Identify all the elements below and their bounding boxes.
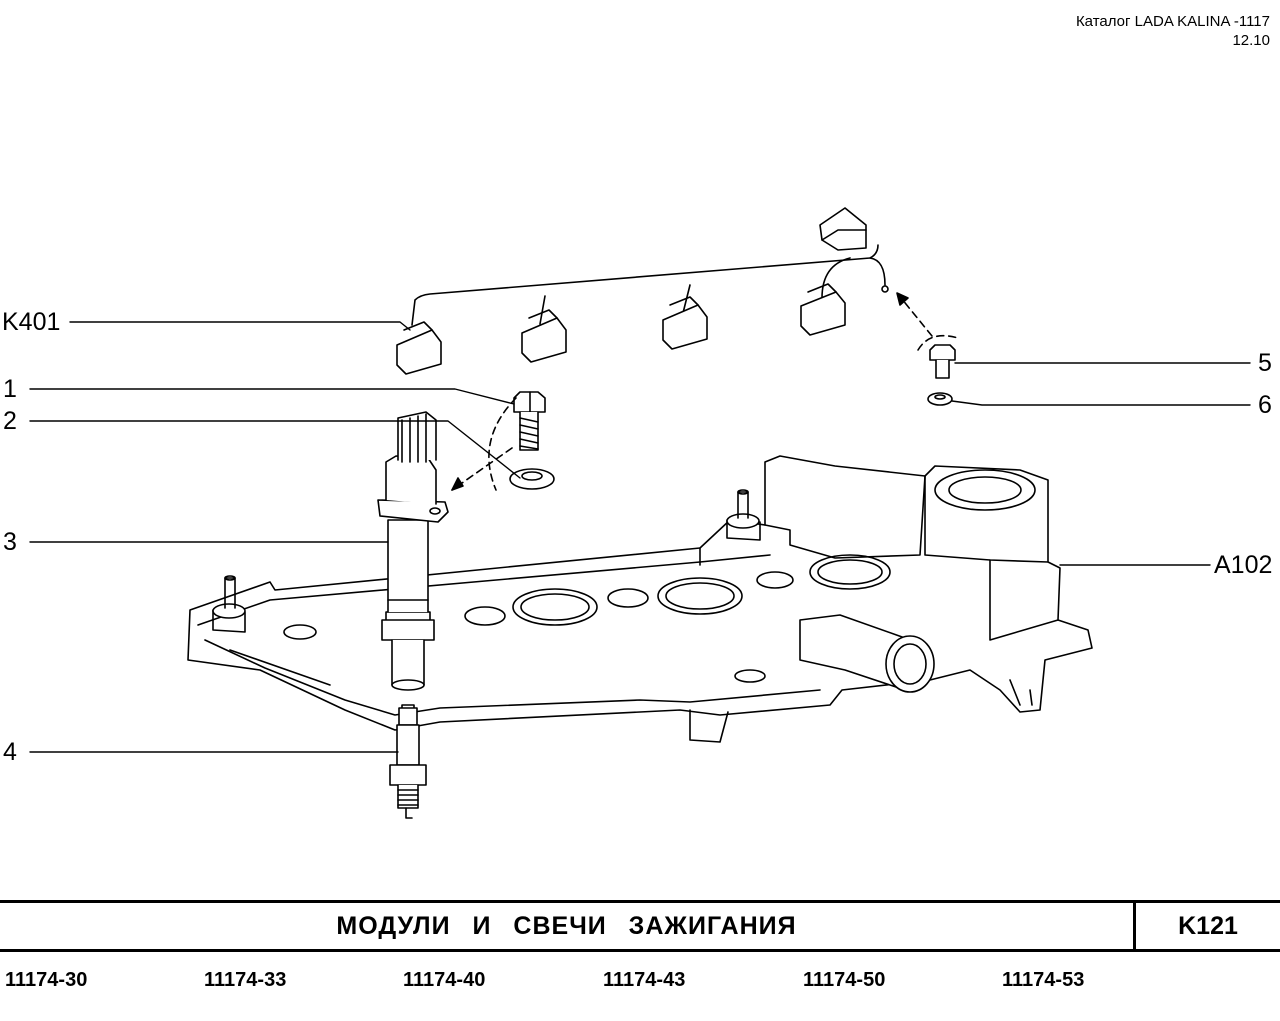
callout-3: 3	[3, 528, 17, 556]
callout-a102: A102	[1214, 551, 1273, 579]
leader-k401	[69, 321, 411, 331]
model-code: 11174-43	[603, 969, 686, 991]
ignition-coil	[377, 411, 449, 691]
leader-1	[29, 388, 515, 405]
harness-arc	[917, 334, 959, 351]
model-code: 11174-53	[1002, 969, 1085, 991]
model-list: 11174-30 11174-33 11174-40 11174-43 1117…	[0, 966, 1280, 996]
model-code: 11174-33	[204, 969, 287, 991]
spark-plug	[389, 704, 427, 819]
wiring-harness	[396, 207, 889, 375]
harness-arrow	[896, 292, 933, 337]
section-title: МОДУЛИ И СВЕЧИ ЗАЖИГАНИЯ	[336, 912, 797, 940]
harness-arrow-head	[896, 292, 909, 306]
model-code: 11174-30	[5, 969, 88, 991]
coil-bolt	[513, 391, 546, 451]
coil-arrow-head	[451, 477, 464, 491]
catalog-title: Каталог LADA KALINA -1117	[1075, 13, 1270, 30]
section-code: K121	[1178, 912, 1238, 940]
catalog-header: Каталог LADA KALINA -1117 12.10	[1076, 12, 1270, 50]
title-bar: МОДУЛИ И СВЕЧИ ЗАЖИГАНИЯ K121	[0, 900, 1280, 952]
callout-5: 5	[1258, 349, 1272, 377]
coil-washer	[509, 468, 555, 490]
model-code: 11174-40	[403, 969, 486, 991]
callout-4: 4	[3, 738, 17, 766]
leader-2	[29, 420, 521, 479]
harness-washer	[927, 392, 953, 406]
callout-2: 2	[3, 407, 17, 435]
harness-bolt	[929, 344, 956, 379]
catalog-date: 12.10	[1232, 32, 1270, 49]
coil-arc	[488, 397, 517, 491]
model-code: 11174-50	[803, 969, 886, 991]
cylinder-head-cover	[187, 455, 1093, 743]
callout-6: 6	[1258, 391, 1272, 419]
callout-1: 1	[3, 375, 17, 403]
parts-diagram	[29, 207, 1251, 819]
callout-k401: K401	[2, 308, 61, 336]
title-separator	[1133, 903, 1136, 949]
leader-6	[951, 400, 1251, 406]
